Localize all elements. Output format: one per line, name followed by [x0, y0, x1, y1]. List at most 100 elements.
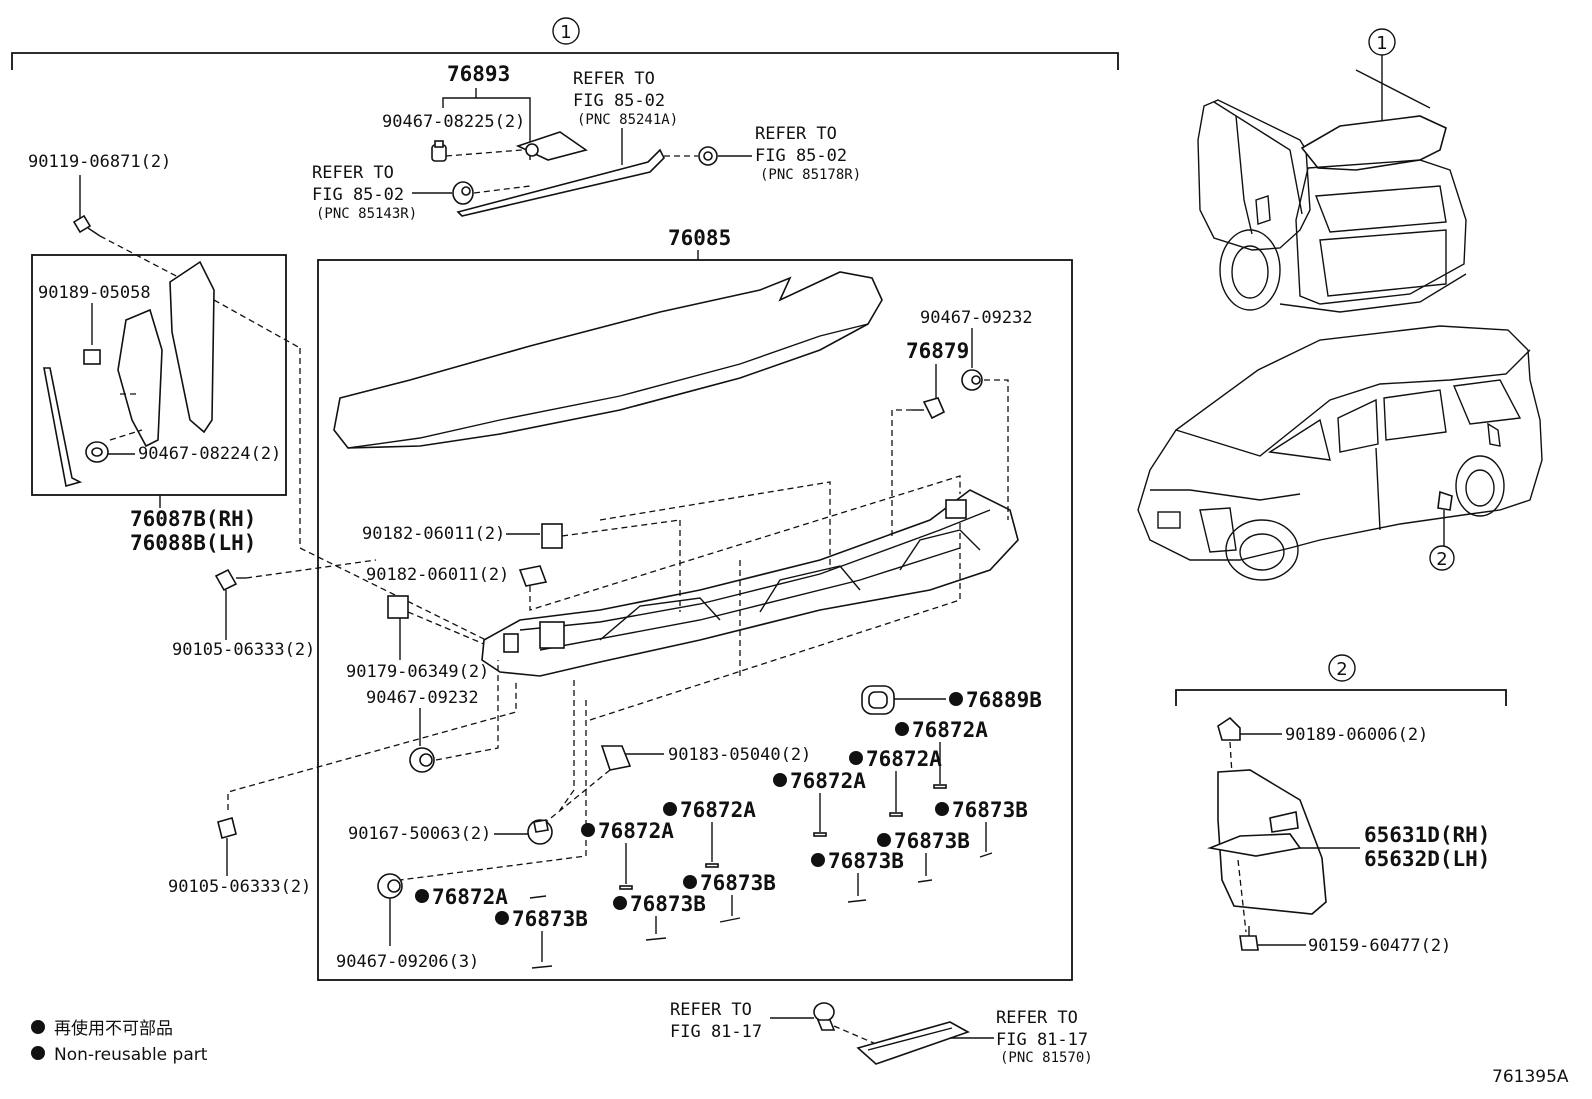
refer-81-17-b-line1: REFER TO	[996, 1008, 1078, 1028]
garnish-strip	[43, 367, 83, 488]
wiper-arm	[456, 148, 665, 217]
part-76872a-6-label: 76872A	[432, 885, 508, 909]
part-90467-09232-a-label: 90467-09232	[920, 308, 1033, 328]
clip-icon	[387, 595, 409, 619]
part-76085-label: 76085	[668, 226, 731, 250]
spoiler-cover	[333, 271, 883, 449]
vehicle-front-illustration: 2	[1137, 325, 1543, 581]
trim-76893-group: 76893 90467-08225(2) REFER TO FIG 85-02 …	[312, 62, 861, 222]
non-reusable-dot-icon	[877, 833, 891, 847]
refer-85143r-line3: (PNC 85143R)	[316, 206, 417, 222]
refer-85241a-line1: REFER TO	[573, 69, 655, 89]
part-90183-label: 90183-05040(2)	[668, 745, 811, 765]
part-76872a-5-label: 76872A	[598, 819, 674, 843]
part-90189-06006-label: 90189-06006(2)	[1285, 725, 1428, 745]
part-76873b-1-label: 76873B	[952, 798, 1028, 822]
non-reusable-dot-icon	[683, 875, 697, 889]
group1-bracket: 1	[11, 17, 1119, 70]
part-90467-08225-label: 90467-08225(2)	[382, 112, 525, 132]
refer-81-17-a-line2: FIG 81-17	[670, 1022, 762, 1042]
side-garnish-box	[31, 254, 287, 496]
part-76879-label: 76879	[906, 339, 969, 363]
part-90119-label: 90119-06871(2)	[28, 152, 171, 172]
part-76872a-4-label: 76872A	[680, 798, 756, 822]
refer-85241a-line3: (PNC 85241A)	[577, 112, 678, 128]
part-90182-a-label: 90182-06011(2)	[362, 524, 505, 544]
mudguard-group: 2 90189-06006(2) 65631D(RH) 65632D(LH) 9…	[1175, 654, 1507, 956]
drawing-number: 761395A	[1492, 1067, 1569, 1087]
spoiler-76085-group: 76085 90467-09232 76879 90182-	[168, 226, 1073, 981]
part-90159-label: 90159-60477(2)	[1308, 936, 1451, 956]
legend: 再使用不可部品 Non-reusable part	[31, 1018, 208, 1065]
part-76873b-3-label: 76873B	[828, 849, 904, 873]
clip-icon	[541, 523, 563, 549]
bolt-icon	[214, 568, 246, 592]
clip-icon	[431, 140, 447, 162]
grommet-icon	[409, 747, 435, 773]
nut-icon	[85, 441, 109, 463]
bolt-icon	[527, 819, 553, 845]
refer-81-17-b-line2: FIG 81-17	[996, 1030, 1088, 1050]
clip-icon	[1217, 716, 1241, 741]
non-reusable-dot-icon	[811, 853, 825, 867]
non-reusable-dot-icon	[849, 751, 863, 765]
part-90467-08224-label: 90467-08224(2)	[138, 444, 281, 464]
group2-car-marker: 2	[1436, 549, 1447, 570]
part-76873b-5-label: 76873B	[630, 892, 706, 916]
clip-icon	[600, 745, 632, 771]
part-76889b-label: 76889B	[966, 688, 1042, 712]
refer-85143r-line2: FIG 85-02	[312, 185, 404, 205]
non-reusable-dot-icon	[31, 1020, 45, 1034]
high-mount-stop-lamp	[856, 1021, 970, 1065]
refer-85143r-line1: REFER TO	[312, 163, 394, 183]
part-90167-label: 90167-50063(2)	[348, 824, 491, 844]
part-90467-09232-b-label: 90467-09232	[366, 688, 479, 708]
part-90467-09206-label: 90467-09206(3)	[336, 952, 479, 972]
non-reusable-dot-icon	[773, 773, 787, 787]
part-90189-05058-label: 90189-05058	[38, 283, 151, 303]
refer-85241a-line2: FIG 85-02	[573, 91, 665, 111]
rear-spoiler-outline	[1300, 115, 1447, 171]
part-76873b-2-label: 76873B	[894, 829, 970, 853]
non-reusable-dot-icon	[415, 889, 429, 903]
bolt-icon	[813, 1002, 836, 1031]
non-reusable-dot-icon	[31, 1046, 45, 1060]
legend-jp: 再使用不可部品	[54, 1018, 173, 1039]
part-76088b-label: 76088B(LH)	[130, 531, 256, 555]
grommet-icon	[861, 685, 895, 715]
part-90105-b-label: 90105-06333(2)	[168, 877, 311, 897]
part-76873b-6-label: 76873B	[512, 907, 588, 931]
non-reusable-dot-icon	[895, 722, 909, 736]
clip-icon	[912, 397, 946, 420]
non-reusable-dot-icon	[935, 802, 949, 816]
part-90182-b-label: 90182-06011(2)	[366, 565, 509, 585]
refer-85178r-line3: (PNC 85178R)	[760, 167, 861, 183]
part-65631d-label: 65631D(RH)	[1364, 823, 1490, 847]
refer-85178r-line1: REFER TO	[755, 124, 837, 144]
legend-en: Non-reusable part	[54, 1045, 208, 1065]
clip-icon	[518, 565, 548, 587]
garnish-cover	[169, 260, 215, 434]
spoiler-box	[317, 259, 1073, 981]
side-garnish-group: 90119-06871(2) 90189-05058 90467-08224(2…	[28, 152, 487, 641]
bolt-icon	[217, 817, 237, 850]
non-reusable-dot-icon	[663, 802, 677, 816]
nut-icon	[961, 369, 983, 391]
bolt-icon	[72, 214, 101, 237]
mudguard-location	[1437, 490, 1453, 511]
non-reusable-dot-icon	[495, 911, 509, 925]
vehicle-rear-illustration: 1	[1197, 28, 1467, 313]
part-76872a-2-label: 76872A	[866, 747, 942, 771]
part-90105-a-label: 90105-06333(2)	[172, 640, 315, 660]
group1-car-marker: 1	[1376, 33, 1387, 54]
part-76872a-3-label: 76872A	[790, 769, 866, 793]
refer-81-17-b-line3: (PNC 81570)	[1000, 1050, 1093, 1066]
part-90179-label: 90179-06349(2)	[346, 662, 489, 682]
part-65632d-label: 65632D(LH)	[1364, 847, 1490, 871]
refer-81-17-a-line1: REFER TO	[670, 1000, 752, 1020]
part-76873b-4-label: 76873B	[700, 871, 776, 895]
non-reusable-dot-icon	[581, 823, 595, 837]
part-76087b-label: 76087B(RH)	[130, 507, 256, 531]
non-reusable-dot-icon	[613, 896, 627, 910]
